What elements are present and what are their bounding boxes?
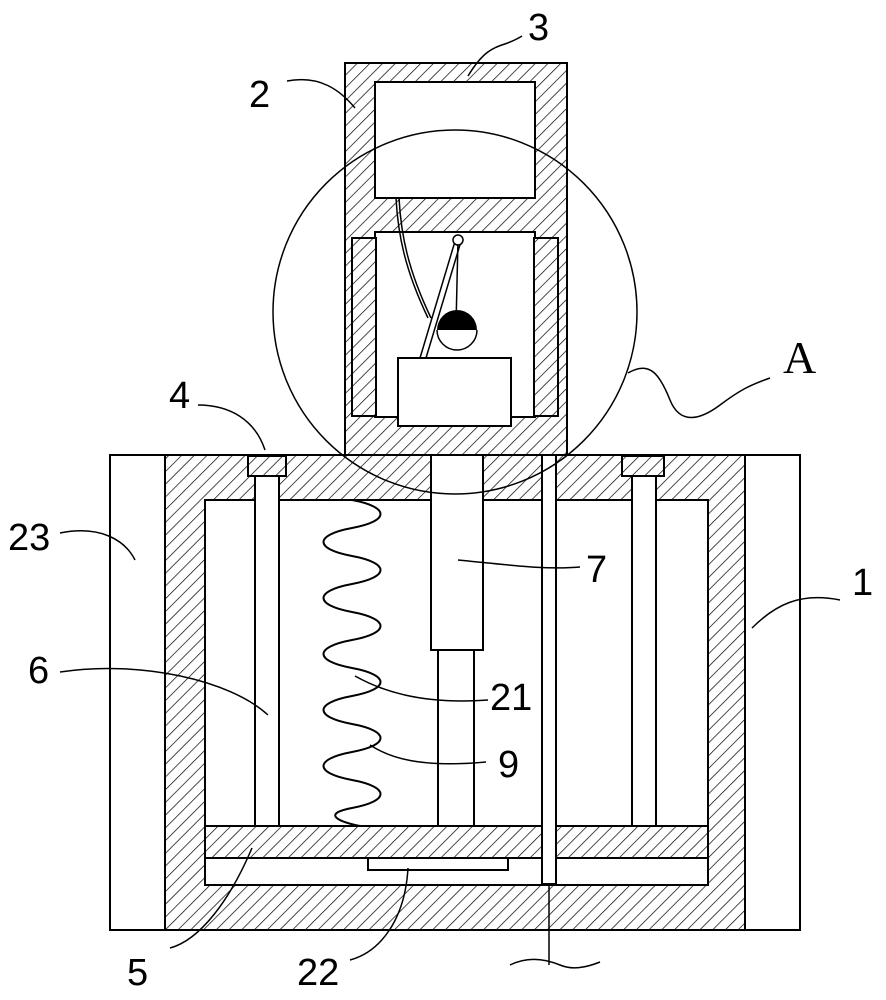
- label-4: 4: [169, 375, 190, 417]
- label-2: 2: [249, 74, 270, 116]
- labels: 3 2 A 4 23 1 7 6 21 9 5 22: [8, 7, 873, 994]
- label-5: 5: [127, 952, 148, 994]
- detail-circle-a: [272, 129, 638, 495]
- label-9: 9: [498, 744, 519, 786]
- upper-housing: [344, 62, 568, 456]
- label-3: 3: [528, 7, 549, 49]
- bushings: [247, 455, 665, 477]
- pressing-plate: [204, 825, 709, 886]
- label-1: 1: [852, 562, 873, 604]
- leader-lines: [59, 35, 841, 969]
- label-6: 6: [28, 650, 49, 692]
- label-detail-a: A: [783, 332, 816, 383]
- detail-a-leader: [627, 367, 771, 419]
- label-21: 21: [490, 677, 532, 719]
- probe-rod: [541, 417, 557, 965]
- cylinder: [430, 425, 484, 827]
- label-22: 22: [297, 952, 339, 994]
- label-7: 7: [586, 549, 607, 591]
- spring: [322, 499, 382, 827]
- label-23: 23: [8, 517, 50, 559]
